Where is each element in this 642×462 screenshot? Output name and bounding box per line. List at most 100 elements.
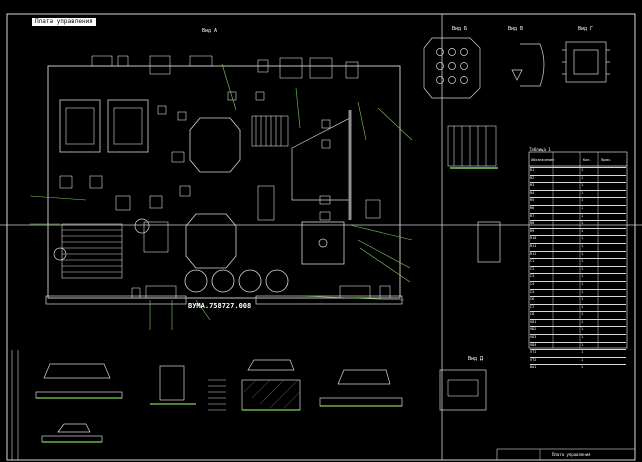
table-row: R1 1 — [530, 167, 626, 175]
table-cell — [554, 244, 581, 251]
table-cell: 1 — [581, 168, 584, 172]
table-cell — [599, 343, 626, 350]
capacitor-row — [184, 269, 289, 293]
table-cell: 1 — [581, 175, 584, 180]
table-cell: 1 — [581, 259, 584, 264]
stamp-text: Плата управления — [552, 452, 591, 457]
table-row: R5 1 — [530, 197, 626, 205]
table-cell — [554, 335, 581, 342]
table-cell: 1 — [581, 266, 584, 271]
table-cell: 1 — [581, 357, 584, 362]
table-cell — [599, 198, 626, 205]
table-cell: R8 — [530, 221, 535, 226]
connector-left — [45, 295, 187, 305]
table-row: R3 1 — [530, 182, 626, 190]
table-row: VT2 1 — [530, 356, 626, 365]
table-row: C4 1 — [530, 280, 626, 289]
table-cell: VT1 — [530, 350, 537, 355]
view-module — [439, 369, 487, 411]
table-cell — [599, 358, 626, 365]
table-row: VD3 1 — [530, 334, 626, 342]
table-cell — [599, 168, 626, 175]
table-cell: C5 — [530, 289, 535, 294]
table-cell: VD3 — [530, 335, 537, 340]
table-cell: R4 — [530, 190, 535, 195]
table-title: Таблица 1 — [529, 147, 551, 152]
table-cell: 1 — [581, 319, 584, 324]
table-cell — [554, 343, 581, 350]
table-cell: 1 — [581, 183, 584, 188]
table-cell — [599, 267, 626, 274]
table-cell — [554, 297, 581, 304]
table-cell: R9 — [530, 228, 535, 233]
table-cell: 1 — [581, 228, 584, 233]
table-cell — [599, 236, 626, 243]
table-header-notes: Прим. — [601, 158, 612, 162]
leader-lines — [29, 63, 413, 330]
table-cell — [554, 191, 581, 198]
view-relay — [477, 221, 501, 263]
table-cell — [554, 198, 581, 205]
table-cell — [599, 320, 626, 327]
bridge-rectifier — [301, 221, 345, 265]
table-cell — [599, 206, 626, 213]
table-cell: R7 — [530, 213, 535, 218]
spec-table-frame — [528, 151, 628, 349]
table-cell: 1 — [581, 342, 584, 347]
table-cell: 1 — [581, 274, 584, 279]
table-row: VT1 1 — [530, 349, 626, 357]
table-cell — [599, 214, 626, 221]
table-cell — [599, 297, 626, 304]
table-cell: R3 — [530, 183, 535, 188]
view-c-detail — [562, 41, 610, 83]
table-row: C3 1 — [530, 273, 626, 281]
table-cell: 1 — [581, 190, 584, 195]
table-cell — [599, 350, 626, 357]
table-cell: C6 — [530, 297, 535, 302]
table-cell: C3 — [530, 274, 535, 279]
table-cell: 1 — [581, 350, 584, 355]
view-b-detail — [511, 43, 545, 87]
table-cell — [554, 290, 581, 297]
heatsink-left — [61, 223, 123, 279]
view-label-b: Вид Б — [452, 26, 468, 32]
table-cell — [554, 236, 581, 243]
table-cell — [599, 259, 626, 266]
view-label-d: Вид Г — [578, 26, 594, 32]
table-cell: C8 — [530, 312, 535, 317]
heatsink-main — [291, 117, 351, 201]
table-cell: 1 — [581, 243, 584, 248]
table-cell — [554, 206, 581, 213]
table-cell: 1 — [581, 213, 584, 218]
table-cell — [599, 274, 626, 281]
table-cell: R6 — [530, 205, 535, 210]
table-cell: C4 — [530, 281, 535, 286]
table-cell — [554, 312, 581, 319]
table-row: R6 1 — [530, 204, 626, 213]
table-cell: R1 — [530, 168, 535, 172]
inductor-1 — [189, 117, 241, 173]
table-cell: VT2 — [530, 357, 537, 362]
table-cell: 1 — [581, 221, 584, 226]
view-heatsink-side — [447, 125, 497, 167]
table-cell — [554, 214, 581, 221]
table-cell: C2 — [530, 266, 535, 271]
table-cell: 1 — [581, 281, 584, 286]
table-cell: 1 — [581, 198, 584, 203]
table-cell — [554, 221, 581, 228]
table-cell — [599, 252, 626, 259]
table-cell: 1 — [581, 205, 584, 210]
table-cell: 1 — [581, 335, 584, 340]
table-cell — [554, 320, 581, 327]
table-cell — [554, 305, 581, 312]
table-cell: R5 — [530, 198, 535, 203]
view-label-e: Вид Д — [468, 356, 484, 362]
table-cell: VD1 — [530, 319, 537, 324]
